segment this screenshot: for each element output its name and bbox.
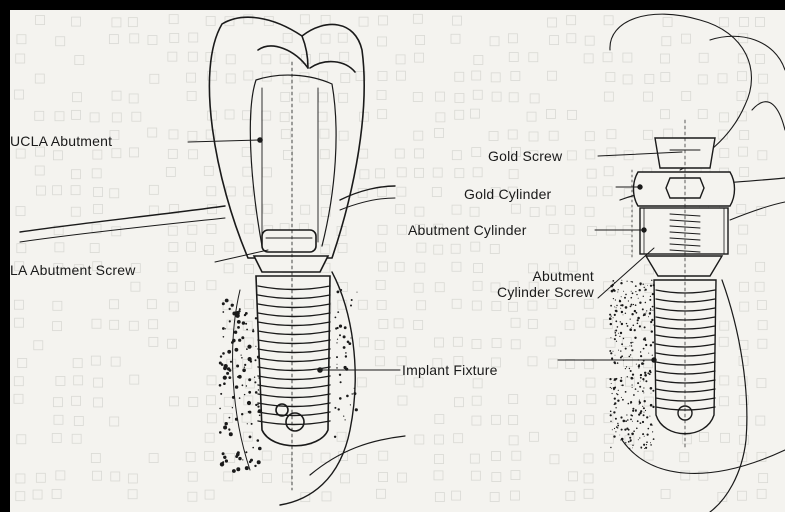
- bone-stipple-right: [609, 280, 655, 449]
- right-implant-drawing: [558, 14, 785, 512]
- label-abutment-cylinder: Abutment Cylinder: [408, 222, 527, 238]
- label-gold-screw: Gold Screw: [488, 148, 562, 164]
- label-ucla-abutment: UCLA Abutment: [10, 133, 112, 149]
- label-implant-fixture: Implant Fixture: [402, 362, 498, 378]
- label-abutment-cylinder-screw: Abutment Cylinder Screw: [444, 268, 594, 300]
- implant-illustration: [10, 10, 785, 512]
- illustration-paper: UCLA Abutment LA Abutment Screw Implant …: [10, 10, 785, 512]
- label-la-abutment-screw: LA Abutment Screw: [10, 262, 136, 278]
- label-gold-cylinder: Gold Cylinder: [464, 186, 551, 202]
